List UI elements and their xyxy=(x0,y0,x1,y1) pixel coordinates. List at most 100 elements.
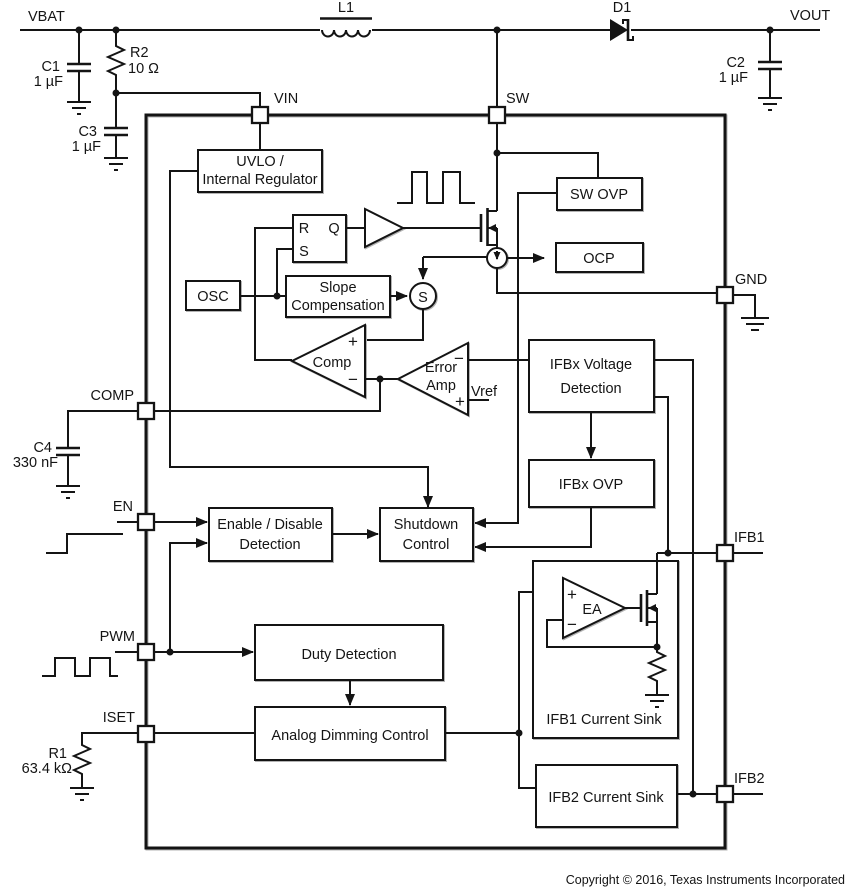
l1-label: L1 xyxy=(338,0,354,16)
slope-label-line2: Compensation xyxy=(291,298,385,314)
uvlo-block: UVLO / Internal Regulator xyxy=(197,123,323,193)
uvlo-to-shutdown-wire xyxy=(169,170,433,508)
r2-label: R2 xyxy=(130,45,149,61)
vin-pin-label: VIN xyxy=(274,91,298,107)
resistor-r2: R2 10 Ω xyxy=(105,30,159,93)
shutdown-label-line1: Shutdown xyxy=(394,517,459,533)
current-sense-to-summer-wire xyxy=(423,256,487,279)
ground-icon xyxy=(645,694,669,708)
ea-plus-sign: + xyxy=(567,585,577,604)
pin-en: EN xyxy=(113,499,156,532)
pwm-external xyxy=(42,651,138,677)
error-amp-plus-sign: + xyxy=(455,392,465,411)
vout-label: VOUT xyxy=(790,8,830,24)
pin-comp: COMP xyxy=(91,388,156,421)
ground-icon xyxy=(104,157,128,171)
summer-label: S xyxy=(418,290,428,306)
ifbx-sense-ifb1-wire xyxy=(654,396,669,553)
enable-label-line2: Detection xyxy=(239,537,300,553)
vbat-label: VBAT xyxy=(28,9,65,25)
d1-label: D1 xyxy=(613,0,632,16)
sw-pin-label: SW xyxy=(506,91,530,107)
shutdown-control-block: Shutdown Control xyxy=(379,507,474,562)
uvlo-label-line2: Internal Regulator xyxy=(202,172,317,188)
shutdown-label-line2: Control xyxy=(403,537,450,553)
enable-label-line1: Enable / Disable xyxy=(217,517,323,533)
copyright-notice: Copyright © 2016, Texas Instruments Inco… xyxy=(566,873,845,887)
capacitor-c4: C4 330 nF xyxy=(13,410,138,499)
summer-to-comp-wire xyxy=(365,309,424,341)
error-amp-minus-sign: − xyxy=(454,349,464,368)
ifb1-current-sink-block: EA + − IFB1 Current Sink xyxy=(532,553,679,739)
ground-icon xyxy=(741,317,769,331)
sw-ovp-to-shutdown-wire xyxy=(474,192,557,528)
gnd-external xyxy=(733,294,769,331)
iset-pin-label: ISET xyxy=(103,710,135,726)
diode-symbol: D1 xyxy=(610,0,634,41)
ocp-label: OCP xyxy=(583,251,614,267)
gate-pulse-waveform-icon xyxy=(397,171,475,204)
current-sense-symbol xyxy=(486,247,508,269)
summer-node: S xyxy=(409,282,437,310)
ifbx-sense-ifb2-wire xyxy=(654,359,694,794)
square-waveform-icon xyxy=(42,657,118,677)
pin-ifb2: IFB2 xyxy=(715,771,765,804)
ifb2-pin-label: IFB2 xyxy=(734,771,765,787)
gate-driver-symbol xyxy=(364,207,406,249)
c4-value: 330 nF xyxy=(13,455,58,471)
step-waveform-icon xyxy=(46,533,123,554)
c3-label: C3 xyxy=(78,124,97,140)
ifbx-vd-label-line2: Detection xyxy=(560,381,621,397)
inductor-symbol: L1 xyxy=(320,0,372,38)
pin-pwm: PWM xyxy=(100,629,156,662)
error-amp-label-line2: Amp xyxy=(426,378,456,394)
ifb2-current-sink-block: IFB2 Current Sink xyxy=(535,764,678,828)
comp-plus-sign: + xyxy=(348,332,358,351)
mosfet-symbol xyxy=(479,208,498,248)
top-rail: VBAT VOUT xyxy=(20,8,830,31)
comp-minus-sign: − xyxy=(348,370,358,389)
ground-icon xyxy=(758,97,782,111)
r1-label: R1 xyxy=(48,746,67,762)
ff-r-label: R xyxy=(299,221,309,237)
error-amp-label-line1: Error xyxy=(425,360,457,376)
junction-dots xyxy=(75,26,774,798)
gnd-net-wire xyxy=(496,268,717,294)
ff-r-input-wire xyxy=(254,227,293,361)
c3-value: 1 µF xyxy=(72,139,101,155)
ifb1-pin-label: IFB1 xyxy=(734,530,765,546)
resistor-r1: R1 63.4 kΩ xyxy=(22,732,138,801)
ocp-block: OCP xyxy=(507,242,644,273)
ifbx-ovp-to-shutdown-wire xyxy=(474,507,592,552)
sink-mosfet-symbol xyxy=(639,590,657,626)
ff-q-label: Q xyxy=(328,221,339,237)
r1-value: 63.4 kΩ xyxy=(22,761,72,777)
ff-s-label: S xyxy=(299,244,309,260)
c1-label: C1 xyxy=(41,59,60,75)
sense-resistor-symbol xyxy=(646,647,668,695)
c4-label: C4 xyxy=(33,440,52,456)
analog-dimming-block: Analog Dimming Control xyxy=(254,706,446,761)
ground-icon xyxy=(56,485,80,499)
pin-vin: VIN xyxy=(250,91,298,125)
slope-compensation-block: Slope Compensation xyxy=(285,275,391,318)
ea-feedback-wire xyxy=(546,619,657,648)
ground-icon xyxy=(70,787,94,801)
pin-sw: SW xyxy=(487,91,530,125)
vin-supply-wire xyxy=(116,92,261,107)
ea-minus-sign: − xyxy=(567,615,577,634)
gnd-pin-label: GND xyxy=(735,272,767,288)
enable-disable-block: Enable / Disable Detection xyxy=(208,507,333,562)
ic-boundary xyxy=(144,113,727,850)
pin-iset: ISET xyxy=(103,710,156,744)
pwm-comparator: Comp + − xyxy=(289,323,366,399)
sw-ovp-block: SW OVP xyxy=(497,152,643,211)
pwm-pin-label: PWM xyxy=(100,629,135,645)
duty-detection-block: Duty Detection xyxy=(254,624,444,681)
ifb1-current-sink-label: IFB1 Current Sink xyxy=(546,712,662,728)
ifb2-current-sink-label: IFB2 Current Sink xyxy=(548,790,664,806)
en-pin-label: EN xyxy=(113,499,133,515)
osc-label: OSC xyxy=(197,289,228,305)
comp-label: Comp xyxy=(313,355,352,371)
